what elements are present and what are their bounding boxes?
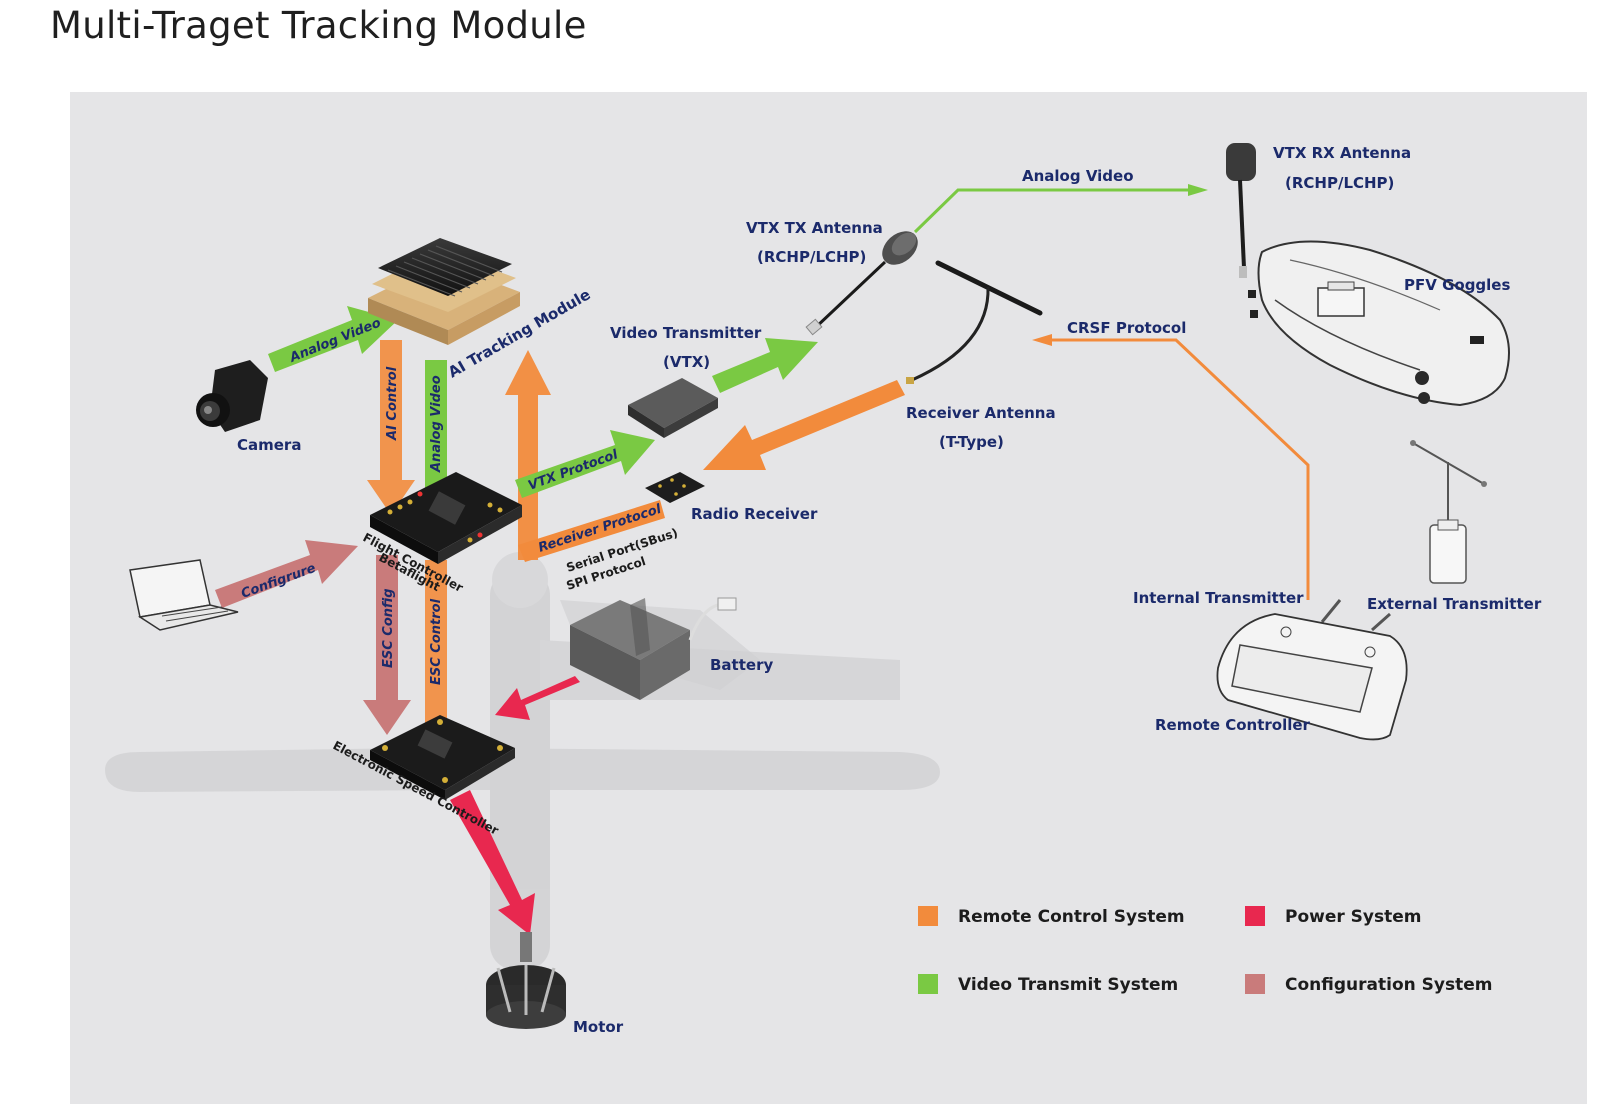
laptop-icon bbox=[129, 559, 239, 631]
arrow-ai-control: AI Control bbox=[367, 340, 415, 515]
motor-device: Motor bbox=[486, 932, 624, 1036]
svg-text:Configuration System: Configuration System bbox=[1285, 975, 1492, 995]
arrow-esc-config: ESC Config bbox=[363, 555, 411, 735]
arrow-fc-to-ai-module bbox=[505, 350, 551, 560]
label-goggles: PFV Goggles bbox=[1404, 276, 1510, 294]
arrow-configure: Configrure bbox=[215, 540, 358, 608]
arrow-vtx-to-antenna bbox=[712, 338, 818, 393]
arrow-label-analog-video-link: Analog Video bbox=[1022, 167, 1134, 185]
arrow-label-vtx-protocol: VTX Protocol bbox=[526, 447, 620, 493]
camera-device: Camera bbox=[196, 360, 301, 454]
arrow-label-crsf-protocol: CRSF Protocol bbox=[1067, 319, 1186, 337]
svg-text:Remote Control System: Remote Control System bbox=[958, 907, 1185, 927]
arrow-label-ai-control: AI Control bbox=[385, 366, 400, 441]
label-remote-controller: Remote Controller bbox=[1155, 716, 1311, 734]
arrow-analog-video-fc: Analog Video bbox=[412, 360, 460, 535]
label-vtx-rx-antenna-line1: VTX RX Antenna bbox=[1273, 144, 1411, 162]
battery-device: Battery bbox=[570, 597, 773, 700]
receiver-antenna-device: Receiver Antenna (T-Type) bbox=[906, 260, 1056, 451]
arrow-label-esc-config: ESC Config bbox=[381, 588, 396, 668]
label-radio-receiver: Radio Receiver bbox=[691, 505, 818, 523]
svg-text:Video Transmit System: Video Transmit System bbox=[958, 975, 1178, 995]
arrow-crsf-protocol: CRSF Protocol bbox=[1032, 319, 1310, 600]
goggles-device: PFV Goggles bbox=[1248, 240, 1510, 407]
label-receiver-antenna-line1: Receiver Antenna bbox=[906, 404, 1056, 422]
arrow-battery-to-esc bbox=[495, 676, 580, 720]
label-receiver-antenna-line2: (T-Type) bbox=[939, 433, 1004, 451]
label-motor: Motor bbox=[573, 1018, 624, 1036]
label-video-transmitter-line2: (VTX) bbox=[663, 353, 710, 371]
label-battery: Battery bbox=[710, 656, 773, 674]
arrow-label-analog-video-fc: Analog Video bbox=[429, 375, 444, 473]
external-transmitter-device: External Transmitter bbox=[1367, 440, 1542, 613]
arrow-analog-video-link: Analog Video bbox=[913, 167, 1208, 234]
video-transmitter-device: Video Transmitter (VTX) bbox=[610, 324, 762, 438]
label-vtx-tx-antenna-line2: (RCHP/LCHP) bbox=[757, 248, 866, 266]
svg-text:Power System: Power System bbox=[1285, 907, 1422, 927]
arrow-antenna-to-receiver bbox=[703, 380, 905, 470]
legend: Remote Control System Power System Video… bbox=[918, 906, 1492, 995]
legend-item-power: Power System bbox=[1245, 906, 1422, 927]
label-camera: Camera bbox=[237, 436, 301, 454]
arrow-esc-to-motor bbox=[450, 790, 535, 935]
arrow-label-esc-control: ESC Control bbox=[429, 598, 444, 685]
label-vtx-rx-antenna-line2: (RCHP/LCHP) bbox=[1285, 174, 1394, 192]
label-vtx-tx-antenna-line1: VTX TX Antenna bbox=[746, 219, 883, 237]
legend-item-configuration: Configuration System bbox=[1245, 974, 1492, 995]
label-internal-transmitter: Internal Transmitter bbox=[1133, 589, 1304, 607]
page-title: Multi-Traget Tracking Module bbox=[50, 4, 587, 47]
arrow-esc-control: ESC Control bbox=[412, 560, 460, 765]
label-video-transmitter-line1: Video Transmitter bbox=[610, 324, 762, 342]
vtx-tx-antenna-device: VTX TX Antenna (RCHP/LCHP) bbox=[746, 219, 918, 336]
legend-item-remote-control: Remote Control System bbox=[918, 906, 1185, 927]
remote-controller-device: Internal Transmitter Remote Controller bbox=[1133, 589, 1408, 741]
vtx-rx-antenna-device: VTX RX Antenna (RCHP/LCHP) bbox=[1226, 143, 1411, 278]
label-external-transmitter: External Transmitter bbox=[1367, 595, 1542, 613]
legend-item-video-transmit: Video Transmit System bbox=[918, 974, 1178, 995]
